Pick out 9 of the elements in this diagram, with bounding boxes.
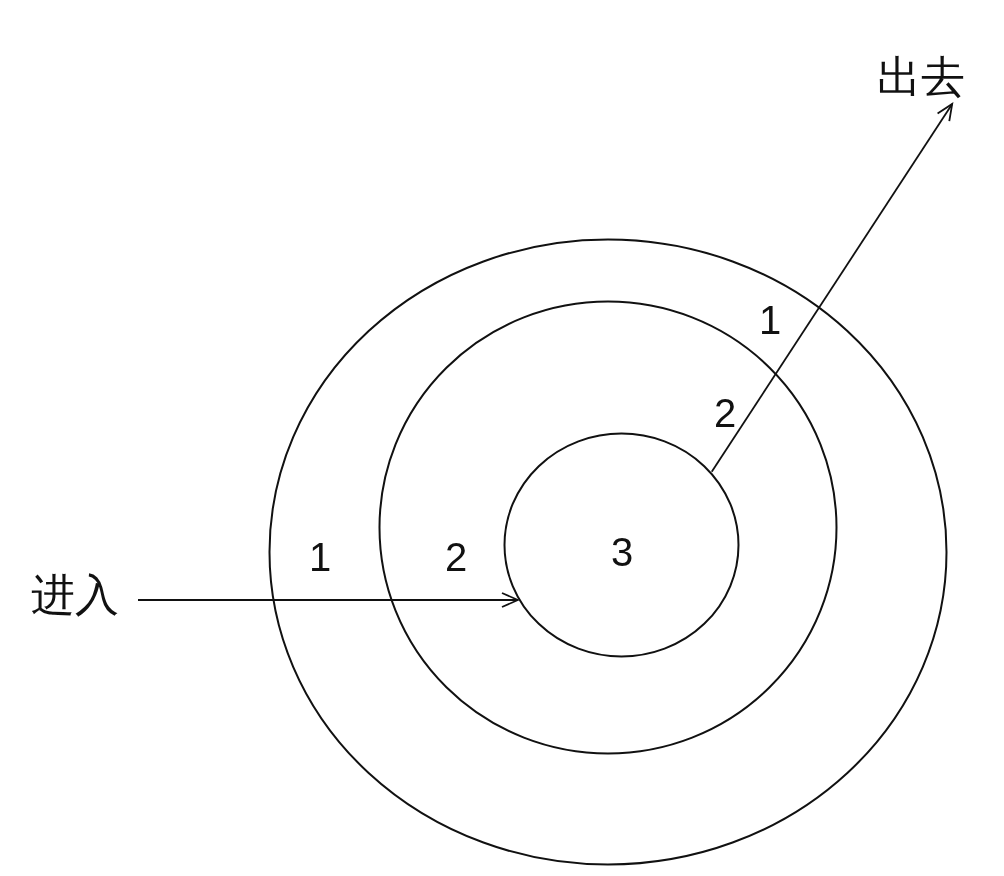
arrow xyxy=(137,592,519,608)
exit-label: 出去 xyxy=(877,55,965,99)
entry-label: 进入 xyxy=(31,573,119,617)
ring-number: 3 xyxy=(610,532,634,572)
ring-number: 2 xyxy=(713,393,737,433)
arrow xyxy=(710,103,954,473)
ring-number: 2 xyxy=(444,537,468,577)
ring-number: 1 xyxy=(758,300,782,340)
ring-number: 1 xyxy=(308,537,332,577)
